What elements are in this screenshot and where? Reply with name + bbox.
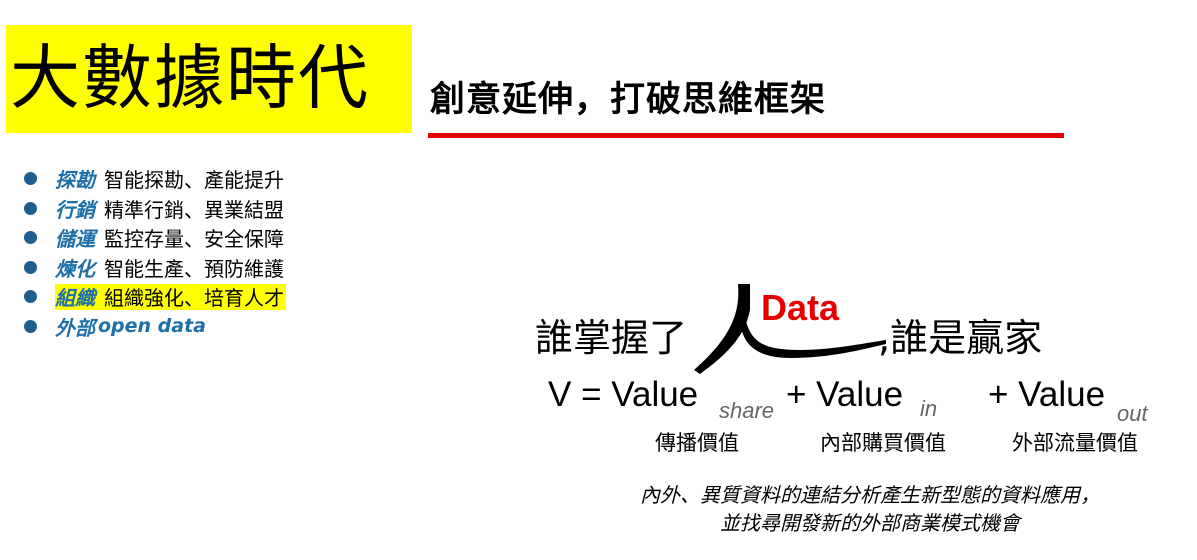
subtitle: 創意延伸，打破思維框架 — [430, 80, 827, 120]
main-title: 大數據時代 — [10, 37, 370, 119]
formula-sub-out: out — [1117, 401, 1148, 426]
bullet-item: 外部 open data — [24, 312, 286, 342]
subtitle-underline — [428, 133, 1064, 138]
formula-lhs: V = Value — [548, 375, 699, 414]
bullet-dot-icon — [24, 172, 37, 186]
bullet-key: 儲運 — [55, 227, 95, 252]
bullet-item: 煉化 智能生產、預防維護 — [24, 253, 286, 283]
bullet-desc: 智能探勘、產能提升 — [104, 168, 284, 193]
bullet-item: 行銷 精準行銷、異業結盟 — [24, 194, 286, 224]
caption-in: 內部購買價值 — [820, 431, 946, 455]
bullet-desc-open-data: open data — [98, 315, 207, 338]
note-line-2: 並找尋開發新的外部商業模式機會 — [720, 511, 1020, 535]
bullet-item: 組織 組織強化、培育人才 — [24, 282, 286, 312]
bullet-list: 探勘 智能探勘、產能提升 行銷 精準行銷、異業結盟 儲運 監控存量、安全保障 煉… — [24, 164, 286, 341]
formula-sub-in: in — [920, 396, 938, 421]
bullet-content: 外部 open data — [55, 313, 208, 340]
formula-term-in: + Value — [786, 375, 904, 414]
bullet-key: 煉化 — [55, 256, 95, 281]
bullet-key: 行銷 — [55, 197, 95, 222]
bullet-desc: 精準行銷、異業結盟 — [104, 197, 284, 222]
bullet-content: 儲運 監控存量、安全保障 — [55, 225, 286, 251]
bullet-key: 探勘 — [55, 168, 95, 193]
bullet-content-highlighted: 組織 組織強化、培育人才 — [55, 283, 286, 311]
bullet-dot-icon — [24, 231, 37, 245]
person-glyph-icon — [694, 284, 886, 374]
winner-suffix-text: ,誰是贏家 — [878, 316, 1043, 360]
bullet-dot-icon — [24, 290, 37, 304]
bullet-desc: 監控存量、安全保障 — [104, 227, 284, 252]
note-line-1: 內外、異質資料的連結分析產生新型態的資料應用， — [640, 483, 1100, 507]
bullet-dot-icon — [24, 201, 37, 215]
bullet-desc: 組織強化、培育人才 — [104, 286, 284, 311]
formula-sub-share: share — [719, 398, 775, 423]
bullet-content: 探勘 智能探勘、產能提升 — [55, 166, 286, 192]
bullet-desc: 智能生產、預防維護 — [104, 256, 284, 281]
caption-out: 外部流量價值 — [1012, 431, 1138, 455]
bullet-key: 外部 — [55, 315, 95, 340]
bullet-content: 煉化 智能生產、預防維護 — [55, 254, 286, 281]
bullet-item: 探勘 智能探勘、產能提升 — [24, 164, 286, 194]
title-highlight-box — [6, 25, 412, 133]
formula-term-out: + Value — [988, 375, 1106, 414]
bullet-key: 組織 — [55, 286, 95, 311]
bullet-item: 儲運 監控存量、安全保障 — [24, 223, 286, 253]
who-prefix-text: 誰掌握了 — [535, 316, 688, 360]
caption-share: 傳播價值 — [655, 431, 739, 455]
bullet-dot-icon — [24, 260, 37, 274]
bullet-content: 行銷 精準行銷、異業結盟 — [55, 195, 286, 222]
bullet-dot-icon — [24, 319, 37, 333]
data-label: Data — [761, 287, 840, 328]
